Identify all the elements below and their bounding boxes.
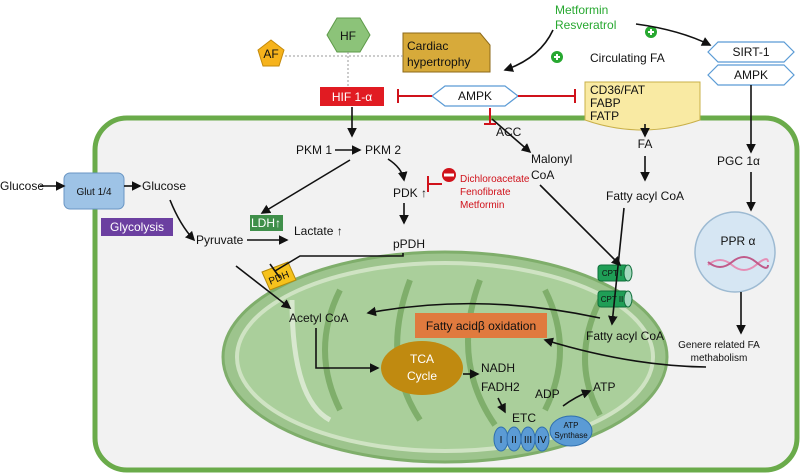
pkm1-label: PKM 1	[296, 143, 332, 157]
circulating-fa: Circulating FA	[590, 51, 665, 65]
glut-transporter	[63, 172, 125, 210]
inhibit-icon	[442, 168, 456, 182]
atp-label: ATP	[593, 380, 615, 394]
ppr-label: PPR α	[721, 234, 756, 248]
malonyl-label-1: Malonyl	[531, 152, 572, 166]
atp-synthase	[549, 415, 593, 447]
cpt2-label: CPT II	[601, 295, 624, 304]
af-pentagon	[257, 39, 285, 67]
adp-label: ADP	[535, 387, 560, 401]
hf-hexagon	[326, 17, 371, 53]
drug-metformin: Metformin	[555, 3, 608, 17]
atp-synthase-label-1: ATP	[564, 421, 579, 430]
pathway-arrows	[40, 23, 756, 414]
hif-box	[320, 87, 384, 106]
ampk-right	[707, 64, 795, 86]
atp-synthase-label-2: Synthase	[554, 431, 588, 440]
tca-label-2: Cycle	[407, 369, 437, 383]
cardiac-hypertrophy-box	[402, 32, 491, 73]
transporter-fabp: FABP	[590, 96, 621, 110]
acetyl-coa-label: Acetyl CoA	[289, 311, 348, 325]
complex-iv: IV	[537, 435, 547, 446]
plus-icon	[551, 51, 563, 63]
inhibition-lines	[397, 89, 576, 192]
complex-i: I	[500, 435, 503, 446]
cardiac-label-1: Cardiac	[407, 39, 448, 53]
plus-icon	[645, 26, 657, 38]
acc-label: ACC	[496, 125, 522, 139]
tca-label-1: TCA	[410, 352, 434, 366]
tca-cycle	[381, 341, 463, 395]
complex-iii: III	[524, 435, 532, 446]
fadh2-label: FADH2	[481, 380, 520, 394]
ppdh-inhibition	[269, 253, 404, 279]
beta-oxidation-label: Fatty acidβ oxidation	[426, 319, 536, 333]
sirt1-label: SIRT-1	[732, 45, 769, 59]
inhibitor-fenofibrate: Fenofibrate	[460, 187, 511, 198]
cpt1-label: CPT I	[602, 269, 622, 278]
etc-complexes	[493, 426, 550, 452]
transporter-fatp: FATP	[590, 109, 619, 123]
cardiac-label-2: hypertrophy	[407, 55, 470, 69]
hf-label: HF	[340, 29, 356, 43]
fatty-acyl-coa-mito: Fatty acyl CoA	[586, 329, 664, 343]
ppr-nucleus	[694, 211, 776, 293]
nadh-label: NADH	[481, 361, 515, 375]
dna-icon	[707, 258, 769, 271]
af-label: AF	[263, 47, 278, 61]
pgc-label: PGC 1α	[717, 154, 760, 168]
inhibitor-dichloroacetate: Dichloroacetate	[460, 174, 530, 185]
sirt1-box	[707, 41, 795, 63]
gene-text-2: methabolism	[691, 353, 748, 364]
glycolysis-box	[101, 218, 173, 236]
complex-ii: II	[511, 435, 517, 446]
drug-resveratrol: Resveratrol	[555, 18, 616, 32]
hif-label: HIF 1-α	[332, 90, 372, 104]
ampk-right-label: AMPK	[734, 68, 768, 82]
lactate-label: Lactate ↑	[294, 224, 343, 238]
glucose-outside: Glucose	[0, 179, 44, 193]
pkm2-label: PKM 2	[365, 143, 401, 157]
glut-label: Glut 1/4	[76, 187, 111, 198]
ldh-box	[250, 215, 283, 231]
inhibitor-metformin: Metformin	[460, 200, 504, 211]
gene-text-1: Genere related FA	[678, 340, 760, 351]
etc-label: ETC	[512, 411, 536, 425]
fatty-acyl-coa-cyto: Fatty acyl CoA	[606, 189, 684, 203]
glycolysis-label: Glycolysis	[110, 220, 164, 234]
malonyl-label-2: CoA	[531, 168, 554, 182]
ppdh-label: pPDH	[393, 237, 425, 251]
pdk-label: PDK ↑	[393, 186, 427, 200]
fa-label: FA	[638, 137, 653, 151]
glucose-inside: Glucose	[142, 179, 186, 193]
beta-oxidation-box	[415, 313, 547, 338]
pyruvate-label: Pyruvate	[196, 233, 244, 247]
transporter-cd36: CD36/FAT	[590, 83, 646, 97]
ldh-label: LDH↑	[251, 216, 281, 230]
ampk-center-label: AMPK	[458, 89, 492, 103]
